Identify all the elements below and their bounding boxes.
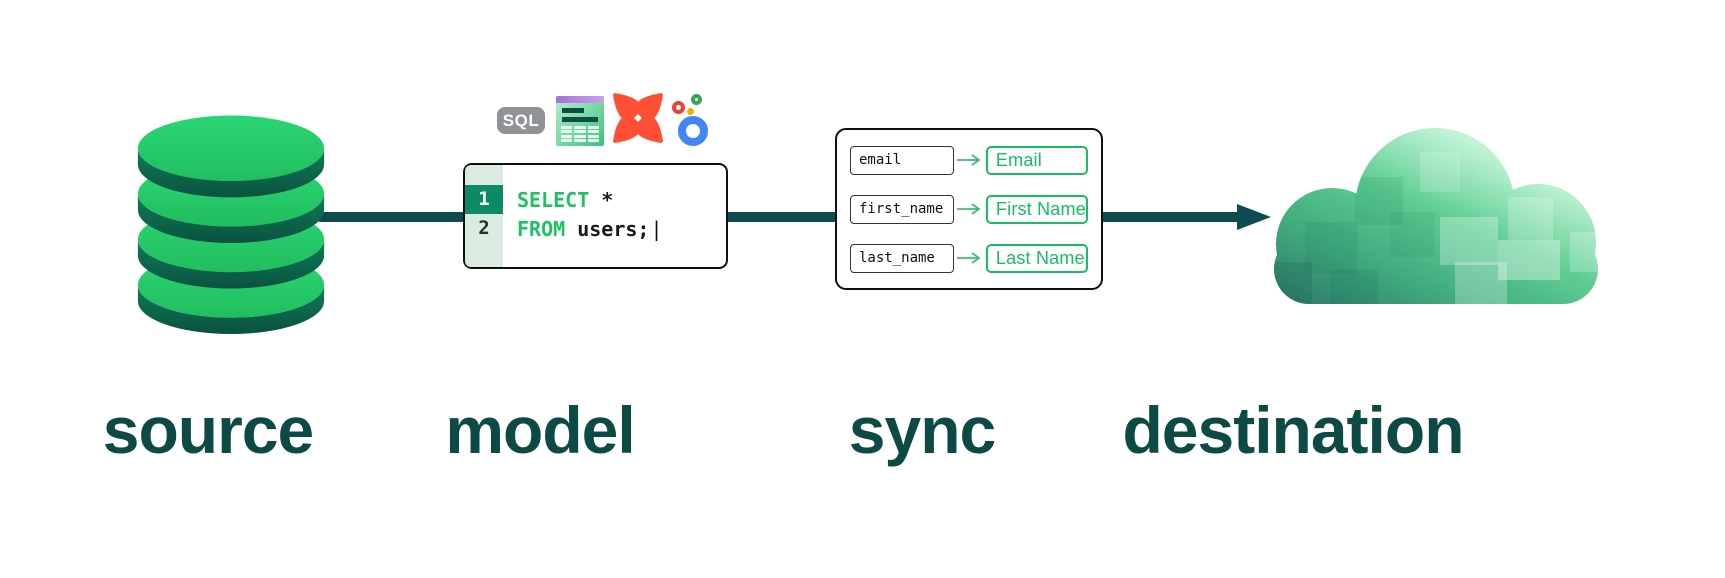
sql-badge: SQL	[497, 107, 545, 134]
source-field: email	[850, 145, 954, 175]
sql-model-code-block: 1 SELECT * 2 FROM users;|	[463, 163, 728, 269]
spreadsheet-header-bar	[556, 96, 604, 103]
sql-keyword: FROM	[517, 216, 566, 241]
sql-keyword: SELECT	[517, 187, 590, 212]
sql-text: *	[589, 187, 614, 212]
mapping-row: email Email	[850, 145, 1088, 175]
sync-mapping-box: email Email first_name First Name last_n…	[835, 128, 1103, 290]
mapping-row: first_name First Name	[850, 194, 1088, 224]
looker-red-ring	[672, 101, 685, 114]
flow-arrow-sync-to-destination	[1102, 212, 1240, 222]
destination-field: Last Name	[985, 243, 1088, 273]
line-number-gutter	[465, 165, 503, 267]
sql-text: users;	[565, 216, 650, 241]
stage-label-destination: destination	[1122, 393, 1464, 467]
text-cursor: |	[650, 216, 663, 241]
sql-badge-label: SQL	[502, 110, 540, 130]
spreadsheet-title-bar	[562, 108, 584, 113]
line-number: 2	[478, 217, 490, 239]
destination-cloud	[1270, 122, 1602, 307]
source-field: last_name	[850, 243, 954, 273]
mapping-arrow-icon	[956, 154, 981, 166]
line-number: 1	[465, 185, 503, 214]
source-database	[133, 110, 329, 334]
spreadsheet-icon	[556, 96, 604, 146]
stage-label-source: source	[102, 393, 314, 467]
spreadsheet-subtitle-bar	[562, 117, 598, 122]
mapping-row: last_name Last Name	[850, 243, 1088, 273]
database-icon	[137, 115, 325, 334]
mapping-arrow-icon	[956, 203, 981, 215]
arrowhead-icon	[1237, 204, 1271, 230]
cloud-icon	[1274, 128, 1598, 304]
code-text: FROM users;|	[503, 217, 663, 241]
looker-icon	[671, 94, 718, 148]
looker-green-ring	[691, 94, 702, 105]
code-text: SELECT *	[503, 188, 613, 212]
flow-arrow-source-to-model	[318, 212, 466, 222]
source-field: first_name	[850, 194, 954, 224]
dbt-icon	[612, 92, 664, 144]
mapping-arrow-icon	[956, 252, 981, 264]
destination-field: Email	[985, 145, 1088, 175]
code-line-2: 2 FROM users;|	[465, 214, 726, 243]
looker-yellow-dot	[687, 108, 694, 115]
destination-field: First Name	[985, 194, 1088, 224]
stage-label-sync: sync	[848, 393, 996, 467]
code-line-1: 1 SELECT *	[465, 185, 726, 214]
stage-label-model: model	[445, 393, 635, 467]
spreadsheet-grid	[561, 126, 599, 142]
looker-blue-ring	[678, 116, 708, 146]
flow-arrow-model-to-sync	[727, 212, 837, 222]
